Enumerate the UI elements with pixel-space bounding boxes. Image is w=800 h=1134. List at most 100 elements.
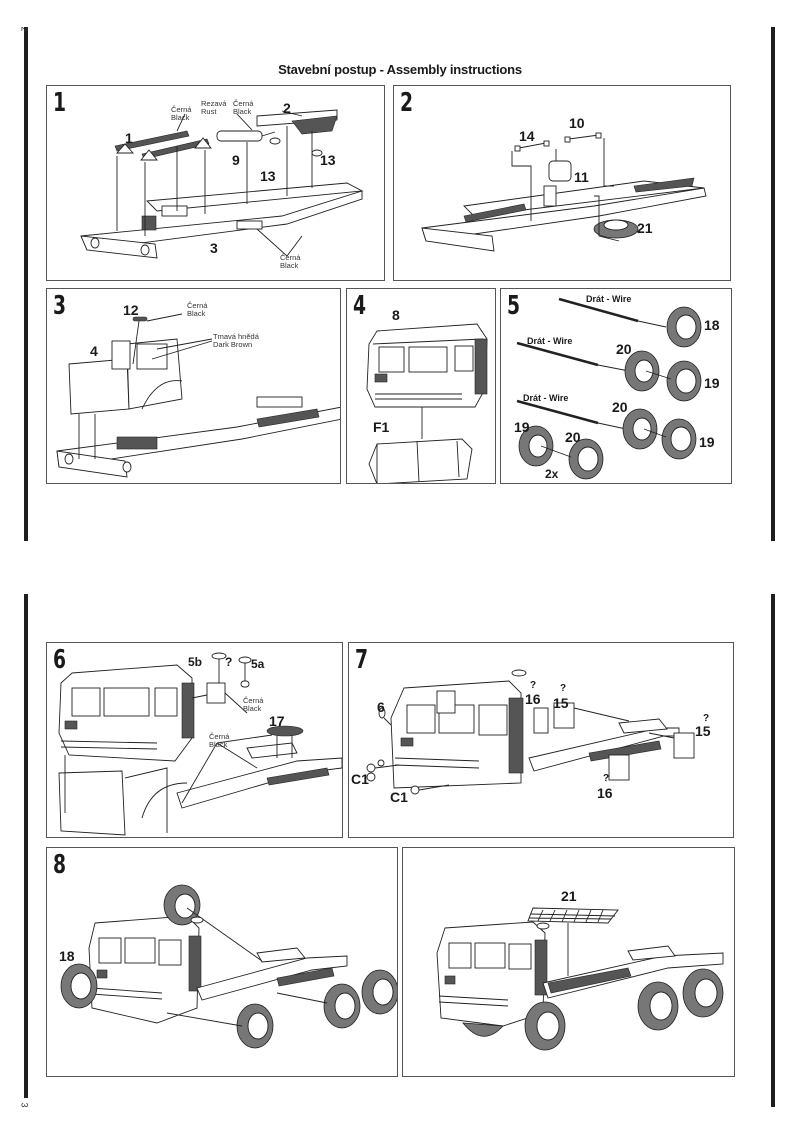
part-label: 8 [392,307,400,323]
interior-part [368,438,473,483]
left-margin-bar-top [24,27,28,541]
final-truck-illustration [436,907,724,1051]
fifth-wheel-part [266,725,304,737]
part-label: 21 [637,220,653,236]
wheel-18 [666,306,702,348]
wire-label: Drát - Wire [586,294,632,304]
wheel-20 [624,350,660,392]
step-6-illustration [58,652,342,836]
bracket-part [548,160,572,182]
part-label: 21 [561,888,577,904]
part-label: 19 [514,419,530,435]
right-margin-bar-top [771,27,775,541]
wheel-18 [60,963,98,1009]
wire-label: Drát - Wire [527,336,573,346]
step-number: 2 [400,88,414,118]
wheel-19 [661,418,697,460]
cab-part [436,921,546,1027]
part-label: 20 [565,429,581,445]
step-1-panel: 1 [46,85,385,281]
part-label: 17 [269,713,285,729]
step-2-illustration [421,132,707,252]
part-label: C1 [351,771,369,787]
step-7-illustration [366,669,695,795]
left-margin-bar-bottom [24,594,28,1098]
part-label: 14 [519,128,535,144]
wheel-19 [518,425,554,467]
mirror-part [378,707,386,719]
step-1-illustration [80,109,364,259]
step-number: 7 [355,645,369,675]
wheel-spare [163,884,201,926]
wheel-rear [637,981,679,1031]
step-number: 3 [53,291,67,321]
wheel-front [236,1003,274,1049]
page-number-bottom: 3 [19,1102,30,1108]
part-label: 3 [210,240,218,256]
part-label: 6 [377,699,385,715]
step-number: 6 [53,645,67,675]
step-8-panel: 8 18 [46,847,398,1077]
wire-part [558,297,639,323]
part-label: 5a [251,657,265,671]
part-label: 15 [695,723,711,739]
page-number-top: 2 [19,26,30,32]
wire-label: Drát - Wire [523,393,569,403]
part-label: 19 [699,434,715,450]
wheel-20 [568,438,604,480]
step-7-panel: 7 6 ? 16 ? 15 ? 15 ? [348,642,734,838]
cab-base [58,770,126,836]
mudflap-part [553,702,575,729]
wheel-front [524,1001,566,1051]
right-margin-bar-bottom [771,594,775,1107]
part-label: 11 [574,169,589,185]
part-label: 13 [260,168,276,184]
wheel-rear [682,968,724,1018]
part-label: 5b [188,655,203,669]
cab-part [88,915,200,1024]
part-label: 19 [704,375,720,391]
cylinder-part [216,130,263,142]
step-number: 1 [53,88,67,118]
step-3-illustration [56,313,340,478]
leaf-spring [114,130,190,152]
wheel-rear [361,969,397,1015]
part-label: 1 [125,130,133,146]
step-2-panel: 2 14 10 11 21 [393,85,731,281]
part-label: 20 [612,399,628,415]
rod-part [518,142,547,149]
step-number: 8 [53,850,67,880]
part-label: 12 [123,302,139,318]
wheel-rear [323,983,361,1029]
step-5-illustration [516,297,702,480]
question-mark: ? [225,655,233,669]
step-number: 5 [507,291,521,321]
part-label: 9 [232,152,240,168]
part-label: 2 [283,100,291,116]
step-8-illustration [60,884,397,1049]
part-label: 15 [553,695,569,711]
chassis-frame [196,955,348,1001]
page-title: Stavební postup - Assembly instructions [278,62,522,77]
question-mark: ? [703,713,710,724]
part-label: 4 [90,343,98,359]
part-label: 13 [320,152,336,168]
question-mark: ? [530,680,537,691]
part-label: 20 [616,341,632,357]
wheel-19 [666,360,702,402]
part-label: 18 [59,948,75,964]
question-mark: ? [560,683,567,694]
step-4-illustration [366,323,488,483]
question-mark: ? [603,773,610,784]
crossmember-part [256,109,338,127]
step-4-panel: 4 8 F1 [346,288,496,484]
